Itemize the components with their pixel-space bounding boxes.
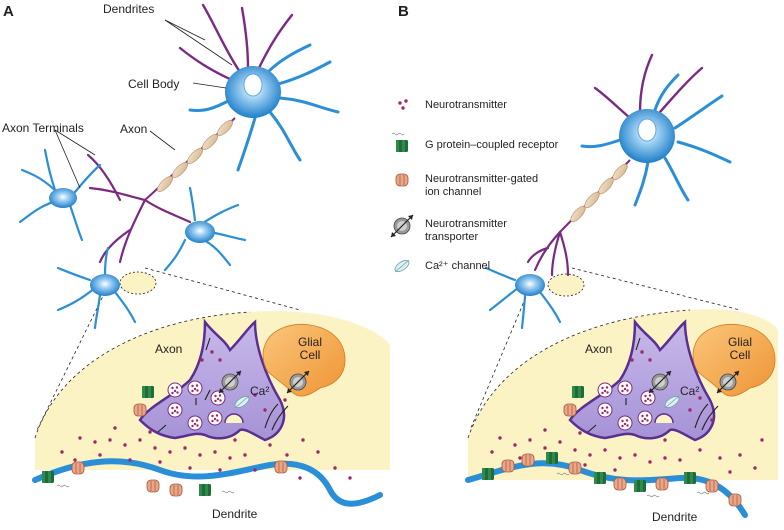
panel-label-b: B (398, 3, 409, 20)
panel-a (18, 3, 390, 507)
legend-neurotransmitter: Neurotransmitter (425, 99, 507, 111)
ion-channel-icon (395, 173, 409, 187)
inset-b-dendrite-label: Dendrite (652, 510, 698, 524)
ca-channel-icon (392, 257, 412, 275)
dendrites-label: Dendrites (103, 2, 155, 16)
target-neuron-2 (163, 186, 247, 272)
inset-a-axon-label: Axon (155, 342, 183, 356)
zoom-region (119, 271, 157, 295)
target-neuron-1 (18, 148, 102, 242)
transporter-icon (390, 214, 414, 238)
axon-myelin (144, 117, 236, 201)
leader-lines (54, 19, 233, 189)
cell-body-label: Cell Body (128, 77, 180, 91)
inset-a-ca-label: Ca² (250, 384, 270, 398)
neurotransmitter-icon (398, 99, 408, 110)
target-neuron-3 (56, 246, 137, 330)
inset-b-ca-label: Ca² (680, 384, 700, 398)
gpcr-icon (391, 132, 408, 152)
legend-ca-channel: Ca²⁺ channel (425, 260, 491, 272)
dendrite (32, 458, 383, 507)
inset-b-axon-label: Axon (585, 342, 613, 356)
legend-gpcr: G protein–coupled receptor (425, 139, 559, 151)
panel-label-a: A (3, 3, 14, 20)
legend-icons (390, 99, 414, 275)
inset-a-dendrite-label: Dendrite (212, 507, 258, 521)
axon-label: Axon (120, 122, 148, 136)
glial-cell (262, 323, 346, 397)
panel-b (465, 53, 778, 518)
axon-terminals-label: Axon Terminals (2, 121, 84, 135)
